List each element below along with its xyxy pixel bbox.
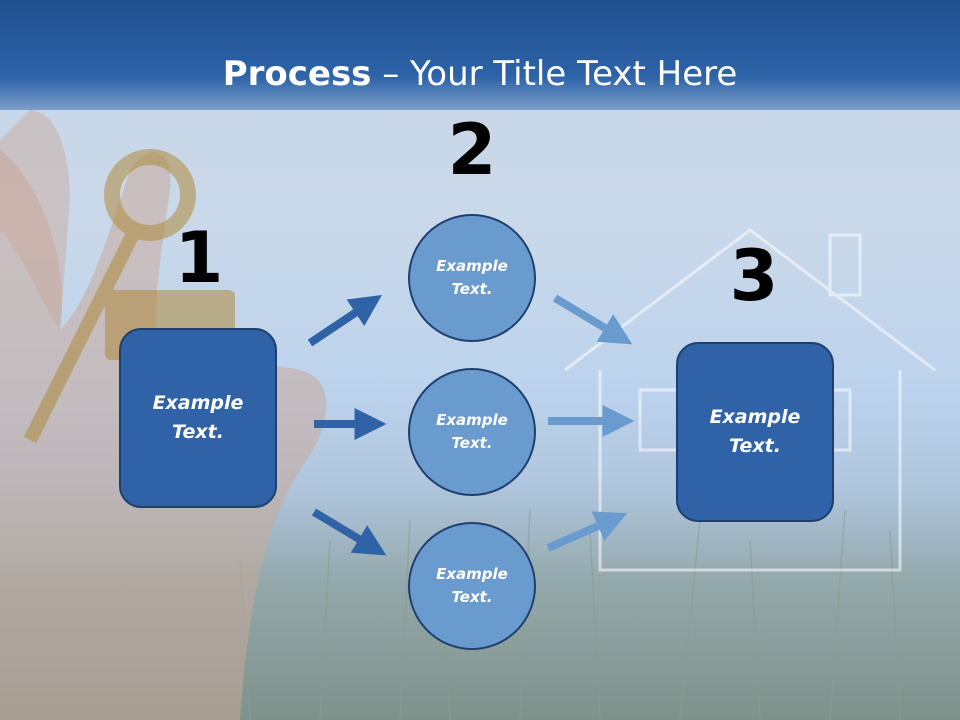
title-bold: Process (222, 54, 372, 94)
step-1-box: Example Text. (119, 328, 277, 508)
arrow-1-to-bottom (311, 508, 387, 556)
step-number-3: 3 (729, 235, 779, 317)
arrow-bottom-to-3 (546, 511, 628, 552)
step-1-text: Example Text. (152, 392, 244, 443)
step-number-1: 1 (174, 217, 224, 299)
step-number-2: 2 (447, 109, 497, 191)
arrow-top-to-3 (552, 294, 633, 345)
title-rest: – Your Title Text Here (371, 54, 738, 94)
step-2-text-bottom: Example Text. (436, 565, 508, 606)
title-bar (0, 0, 960, 110)
step-2-text-top: Example Text. (436, 257, 508, 298)
slide-title: Process – Your Title Text Here (0, 52, 960, 96)
step-2-circle-middle: Example Text. (408, 368, 536, 496)
step-2-circle-top: Example Text. (408, 214, 536, 342)
step-3-box: Example Text. (676, 342, 834, 522)
step-2-circle-bottom: Example Text. (408, 522, 536, 650)
step-3-text: Example Text. (709, 406, 801, 457)
step-2-text-middle: Example Text. (436, 411, 508, 452)
arrow-1-to-top (307, 295, 382, 347)
